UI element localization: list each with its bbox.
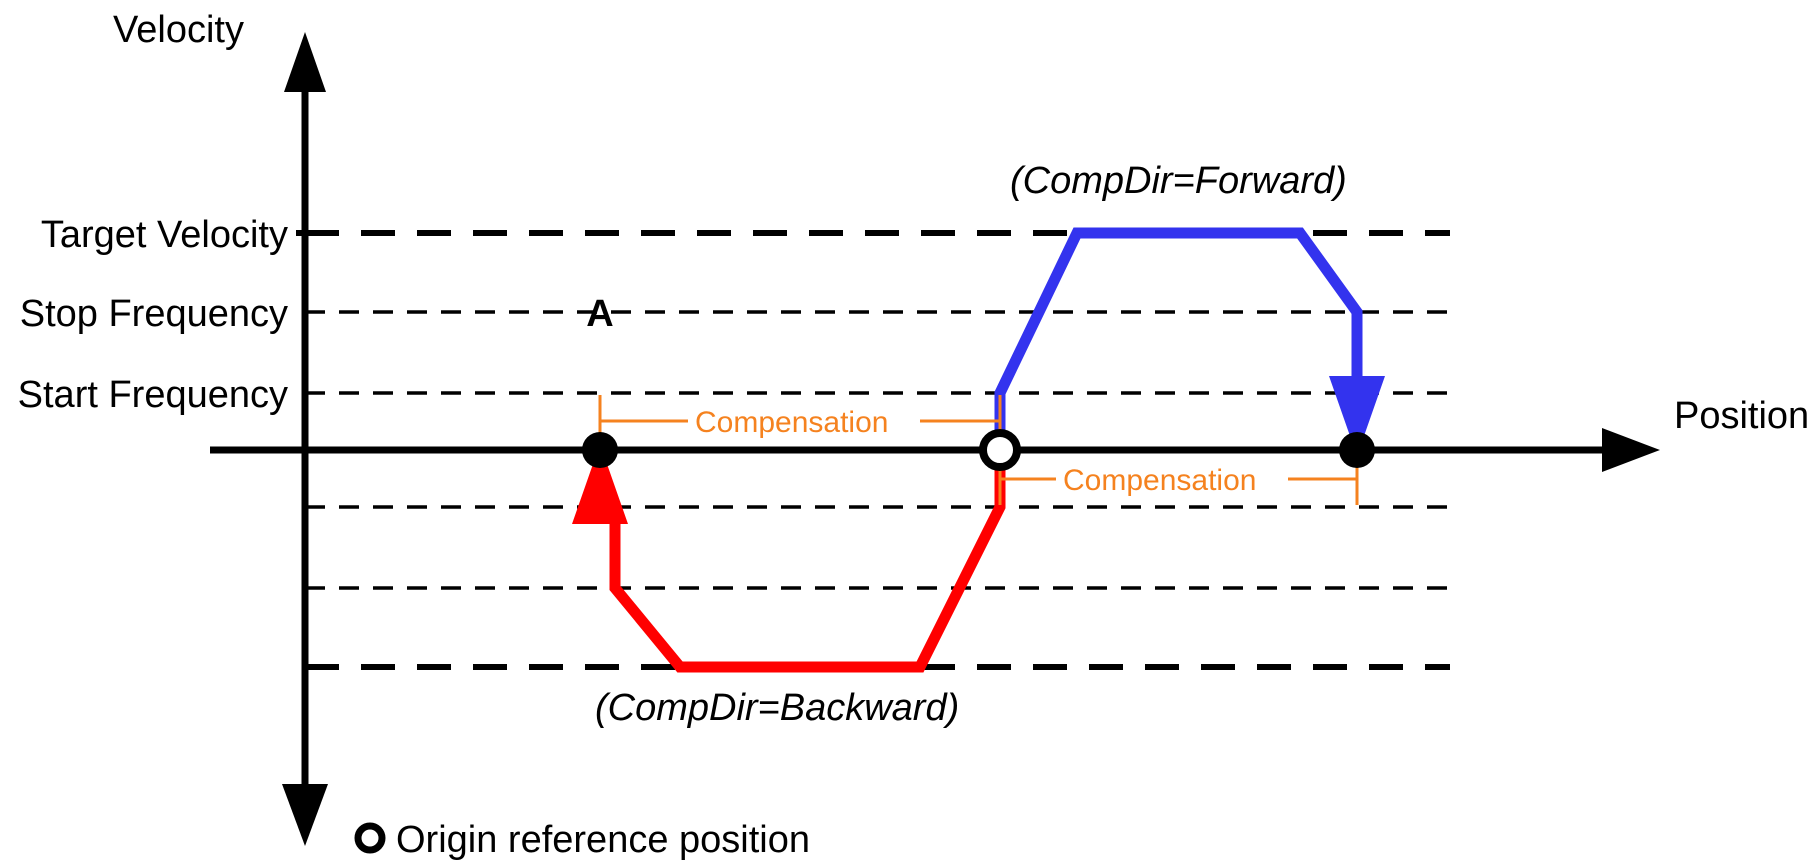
annotation-compensation-upper: Compensation <box>598 395 1002 445</box>
curve-compdir-forward <box>994 227 1385 456</box>
backward-curve-arrow-up-icon <box>572 444 628 524</box>
curve-compdir-backward <box>572 444 1006 673</box>
compensation-upper-label: Compensation <box>695 406 888 439</box>
curve-label-compdir-backward: (CompDir=Backward) <box>595 687 959 729</box>
level-label-stop-frequency: Stop Frequency <box>20 293 288 335</box>
legend: Origin reference position <box>354 819 810 861</box>
compensation-lower-label: Compensation <box>1063 464 1256 497</box>
level-label-start-frequency: Start Frequency <box>18 374 288 416</box>
point-label-a: A <box>586 293 613 335</box>
legend-hollow-circle-icon <box>354 822 386 854</box>
x-axis-arrow-right-icon <box>1602 428 1660 472</box>
x-axis-title: Position <box>1674 395 1809 437</box>
legend-label-origin-reference: Origin reference position <box>396 819 810 861</box>
marker-end-point-forward <box>1339 432 1375 468</box>
y-axis-title: Velocity <box>113 9 244 51</box>
curve-label-compdir-forward: (CompDir=Forward) <box>1010 160 1347 202</box>
forward-curve-path <box>994 227 1363 450</box>
marker-point-a <box>582 432 618 468</box>
y-axis-arrow-up-icon <box>284 32 326 92</box>
forward-curve-arrow-down-icon <box>1329 376 1385 456</box>
markers <box>582 429 1375 471</box>
axes <box>210 32 1660 846</box>
marker-origin-reference <box>979 429 1021 471</box>
level-label-target-velocity: Target Velocity <box>41 214 288 256</box>
y-axis-arrow-down-icon <box>282 784 328 846</box>
backward-curve-path <box>596 450 1006 673</box>
annotation-compensation-lower: Compensation <box>998 455 1359 505</box>
